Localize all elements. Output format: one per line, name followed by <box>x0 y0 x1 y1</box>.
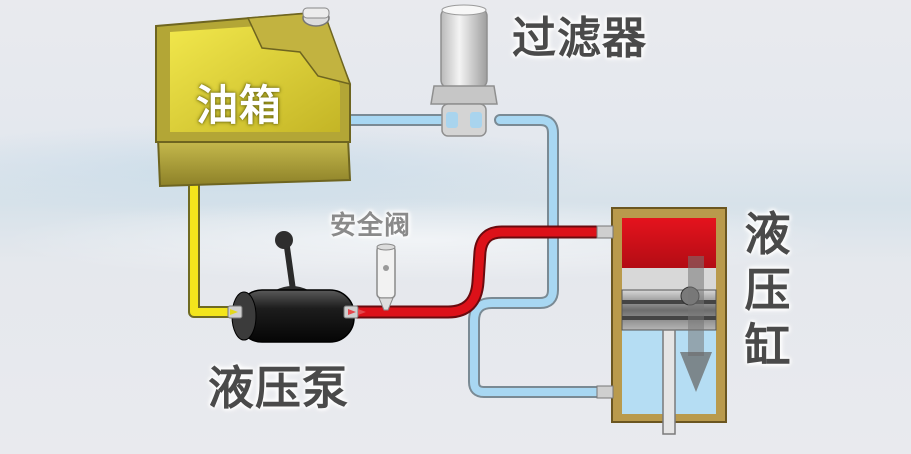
safety-valve <box>376 243 396 311</box>
safety-valve-label: 安全阀 <box>330 211 412 241</box>
oil-tank <box>155 7 352 188</box>
pump-label: 液压泵 <box>208 361 349 415</box>
filter <box>430 4 498 137</box>
tank-label: 油箱 <box>196 81 283 130</box>
suction-line <box>188 185 240 318</box>
cylinder-label: 液压缸 <box>744 207 792 373</box>
pressure-line <box>350 225 615 319</box>
piston-motion-arrow-icon <box>680 256 712 392</box>
hydraulic-cylinder <box>596 207 727 435</box>
hydraulic-pump <box>227 231 366 343</box>
filter-label: 过滤器 <box>512 13 647 64</box>
